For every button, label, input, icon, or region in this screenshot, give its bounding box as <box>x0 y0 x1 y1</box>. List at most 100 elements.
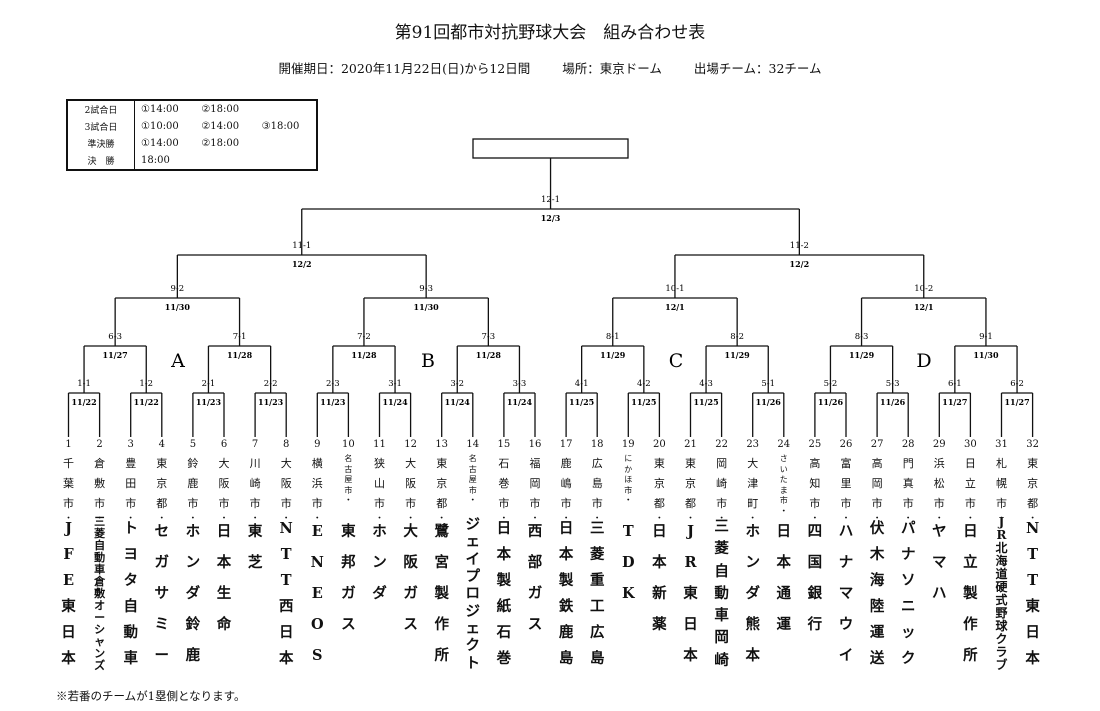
match-date: 11/28 <box>351 350 377 360</box>
team-seed-number: 11 <box>373 439 386 450</box>
team-seed-number: 10 <box>342 439 355 450</box>
game-time-table: 2試合日 ①14:00 ②18:00 3試合日 ①10:00 ②14:00 ③1… <box>66 99 318 171</box>
team-city: 大阪市・ <box>218 457 230 524</box>
match-date: 11/23 <box>258 397 284 407</box>
schedule-time: ②14:00 <box>201 121 240 132</box>
match-date: 11/29 <box>849 350 875 360</box>
team-seed-number: 16 <box>528 439 542 450</box>
team-seed-number: 20 <box>653 439 666 450</box>
match-date: 11/24 <box>445 397 471 407</box>
team-name: ホンダ熊本 <box>745 523 760 664</box>
match-date: 11/30 <box>165 302 191 312</box>
schedule-row: 2試合日 ①14:00 ②18:00 <box>67 100 317 118</box>
team-city: 鹿嶋市・ <box>560 457 572 524</box>
match-date: 11/25 <box>569 397 594 407</box>
team-city: 大阪市・ <box>280 457 292 524</box>
team-city: 門真市・ <box>902 457 914 524</box>
team-seed-number: 27 <box>870 439 884 450</box>
team-name: 西部ガス <box>527 523 543 633</box>
schedule-row: 決 勝 18:00 <box>67 152 317 170</box>
match-date: 12/3 <box>541 213 561 223</box>
team-city: 日立市・ <box>964 457 976 524</box>
team-city: 岡崎市・ <box>716 457 728 524</box>
match-date: 12/2 <box>292 259 312 269</box>
schedule-row: 3試合日 ①10:00 ②14:00 ③18:00 <box>67 118 317 135</box>
match-date: 11/24 <box>507 397 533 407</box>
team-seed-number: 2 <box>96 439 103 450</box>
team-name: 三菱自動車岡崎 <box>714 518 729 669</box>
team-name: 大阪ガス <box>403 523 418 633</box>
team-seed-number: 7 <box>251 439 259 450</box>
team-name: ジェイプロジェクト <box>465 516 481 672</box>
team-city: 狭山市・ <box>374 457 385 524</box>
team-seed-number: 30 <box>964 439 977 450</box>
team-name: ホンダ <box>372 523 387 602</box>
team-name: パナソニック <box>900 520 916 667</box>
team-name: 日本通運 <box>776 523 792 633</box>
match-date: 12/1 <box>665 302 685 312</box>
schedule-time: 18:00 <box>141 155 170 166</box>
team-seed-number: 8 <box>283 439 290 450</box>
match-date: 12/2 <box>790 259 810 269</box>
team-city: 東京都・ <box>653 457 665 524</box>
team-name: 鷺宮製作所 <box>434 523 449 664</box>
event-teams-count: 出場チーム：32チーム <box>693 61 822 76</box>
team-name: ヤマハ <box>932 523 947 602</box>
team-city: さいたま市・ <box>779 454 789 517</box>
match-date: 11/26 <box>756 397 782 407</box>
team-name: 東邦ガス <box>341 523 356 633</box>
team-name: トヨタ自動車 <box>123 520 138 667</box>
team-seed-number: 3 <box>127 439 134 450</box>
team-city: 高岡市・ <box>871 457 883 524</box>
team-city: 横浜市・ <box>311 457 323 524</box>
block-label: A <box>170 350 185 372</box>
page-title: 第91回都市対抗野球大会 組み合わせ表 <box>394 23 706 43</box>
team-city: 名古屋市・ <box>468 454 478 506</box>
team-seed-number: 5 <box>189 439 197 450</box>
match-date: 11/30 <box>973 350 999 360</box>
match-date: 11/25 <box>693 397 718 407</box>
team-city: 東京都・ <box>1027 457 1039 524</box>
team-city: 大阪市・ <box>405 457 417 524</box>
match-date: 11/27 <box>103 350 128 360</box>
schedule-time: ②18:00 <box>201 104 240 115</box>
team-seed-number: 1 <box>65 439 72 450</box>
team-city: 富里市・ <box>840 457 852 524</box>
team-seed-number: 26 <box>839 439 853 450</box>
team-city: 鈴鹿市・ <box>187 457 199 524</box>
event-venue: 場所：東京ドーム <box>562 61 662 76</box>
team-city: 大津町・ <box>747 457 759 524</box>
event-period: 開催期日：2020年11月22日(日)から12日間 <box>278 61 531 76</box>
champion-box <box>472 138 629 159</box>
schedule-label: 準決勝 <box>67 135 135 152</box>
team-seed-number: 22 <box>715 439 728 450</box>
team-name: 日本製鉄鹿島 <box>558 520 574 667</box>
schedule-time: ①10:00 <box>141 121 179 132</box>
team-seed-number: 28 <box>901 439 915 450</box>
team-seed-number: 24 <box>777 439 791 450</box>
team-city: 福岡市・ <box>529 457 541 524</box>
schedule-time: ①14:00 <box>141 138 179 149</box>
match-date: 11/26 <box>818 397 844 407</box>
match-date: 11/29 <box>725 350 751 360</box>
team-name: 東芝 <box>247 523 263 571</box>
team-seed-number: 12 <box>404 439 417 450</box>
team-seed-number: 13 <box>435 439 449 450</box>
team-seed-number: 25 <box>808 439 822 450</box>
team-seed-number: 21 <box>684 439 697 450</box>
schedule-time: ②18:00 <box>201 138 240 149</box>
match-date: 11/22 <box>71 397 96 407</box>
schedule-time: ③18:00 <box>261 121 300 132</box>
team-city: 東京都・ <box>156 457 168 524</box>
team-city: 川崎市・ <box>249 457 261 524</box>
team-seed-number: 4 <box>158 439 165 450</box>
schedule-label: 3試合日 <box>67 118 135 135</box>
block-label: B <box>421 350 435 372</box>
team-name: 伏木海陸運送 <box>869 520 885 667</box>
block-label: C <box>669 350 684 372</box>
team-city: 豊田市・ <box>125 457 137 524</box>
